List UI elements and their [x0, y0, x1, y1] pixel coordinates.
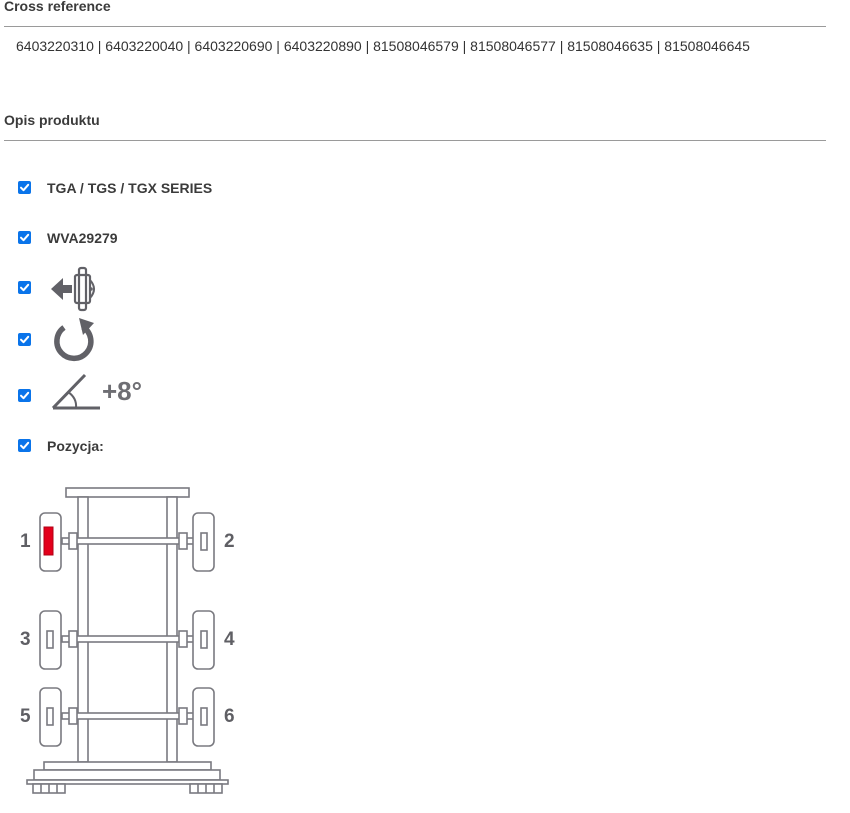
checkmark-icon: [20, 441, 30, 450]
checkmark-icon: [20, 391, 30, 400]
angle-value: +8°: [102, 376, 143, 406]
angle-icon: [51, 373, 100, 410]
checkbox-wva[interactable]: [18, 231, 31, 244]
checkbox-rotation[interactable]: [18, 333, 31, 346]
cross-reference-heading: Cross reference: [4, 0, 111, 14]
highlighted-position-marker: [43, 526, 54, 556]
position-number-6: 6: [224, 706, 235, 727]
checkbox-series[interactable]: [18, 181, 31, 194]
checkmark-icon: [20, 183, 30, 192]
checkmark-icon: [20, 283, 30, 292]
position-number-1: 1: [20, 531, 31, 552]
checkbox-position[interactable]: [18, 439, 31, 452]
checkbox-mounting-direction[interactable]: [18, 281, 31, 294]
position-number-3: 3: [20, 629, 31, 650]
chassis-diagram: [26, 487, 229, 794]
series-label: TGA / TGS / TGX SERIES: [47, 180, 213, 196]
position-number-5: 5: [20, 706, 31, 727]
mounting-direction-icon: [51, 266, 95, 312]
position-number-4: 4: [224, 629, 235, 650]
checkmark-icon: [20, 233, 30, 242]
rotation-icon: [54, 318, 94, 362]
wva-label: WVA29279: [47, 230, 118, 246]
position-label: Pozycja:: [47, 438, 104, 454]
checkmark-icon: [20, 335, 30, 344]
checkbox-angle[interactable]: [18, 389, 31, 402]
cross-reference-numbers: 6403220310 | 6403220040 | 6403220690 | 6…: [16, 38, 750, 54]
product-description-heading: Opis produktu: [4, 112, 100, 128]
position-number-2: 2: [224, 531, 235, 552]
product-description-divider: [4, 140, 826, 141]
cross-reference-divider: [4, 26, 826, 27]
